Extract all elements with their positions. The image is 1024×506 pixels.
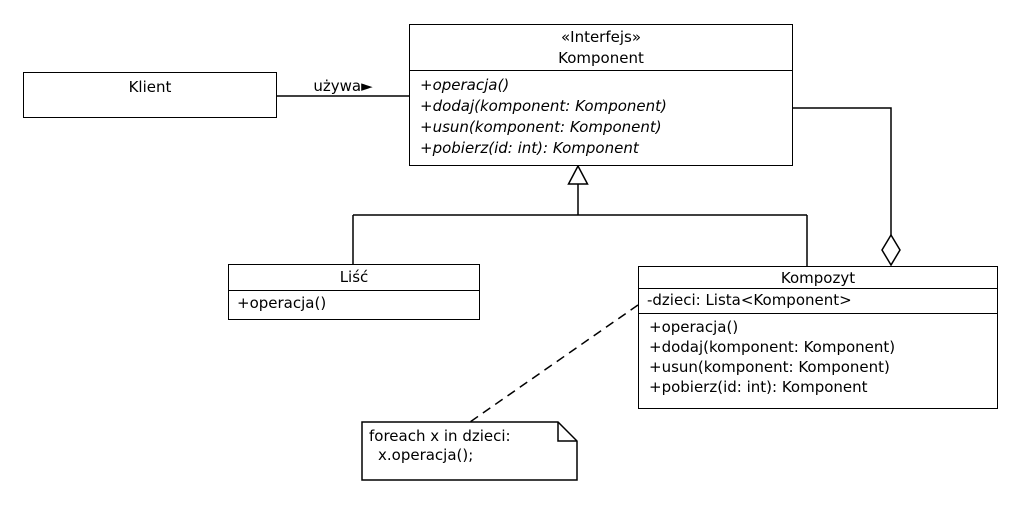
- method-item: +usun(komponent: Komponent): [420, 118, 662, 136]
- note-shape: [361, 421, 578, 481]
- uml-note: foreach x in dzieci: x.operacja();: [362, 422, 578, 480]
- class-box-komponent: «Interfejs» Komponent +operacja() +dodaj…: [409, 24, 793, 166]
- kompozyt-attributes-compartment: -dzieci: Lista<Komponent>: [639, 289, 997, 314]
- method-item: +dodaj(komponent: Komponent): [649, 338, 896, 356]
- method-item: +usun(komponent: Komponent): [649, 358, 890, 376]
- note-fold-icon: [557, 422, 577, 442]
- class-name-komponent: Komponent: [558, 49, 644, 67]
- attribute-item: -dzieci: Lista<Komponent>: [647, 291, 852, 309]
- method-item: +operacja(): [237, 294, 327, 312]
- kompozyt-title-compartment: Kompozyt: [639, 267, 997, 289]
- komponent-methods-compartment: +operacja() +dodaj(komponent: Komponent)…: [410, 71, 792, 165]
- aggregation-connector: [793, 107, 892, 235]
- class-name-klient: Klient: [128, 78, 172, 96]
- method-item: +pobierz(id: int): Komponent: [649, 378, 868, 396]
- kompozyt-methods-compartment: +operacja() +dodaj(komponent: Komponent)…: [639, 314, 997, 408]
- method-item: +dodaj(komponent: Komponent): [420, 97, 667, 115]
- lisc-methods-compartment: +operacja(): [229, 291, 479, 319]
- generalization-connector: [352, 184, 808, 267]
- note-anchor-dashed-line: [469, 304, 639, 423]
- komponent-title-compartment: «Interfejs» Komponent: [410, 25, 792, 71]
- class-box-kompozyt: Kompozyt -dzieci: Lista<Komponent> +oper…: [638, 266, 998, 409]
- aggregation-diamond-icon: [881, 233, 901, 267]
- note-line: foreach x in dzieci:: [369, 427, 511, 445]
- class-box-klient: Klient: [23, 72, 277, 118]
- note-line: x.operacja();: [378, 446, 474, 464]
- lisc-title-compartment: Liść: [229, 265, 479, 291]
- komponent-stereotype: «Interfejs»: [560, 28, 642, 46]
- method-item: +pobierz(id: int): Komponent: [420, 139, 639, 157]
- generalization-arrowhead-icon: [567, 164, 589, 185]
- class-name-lisc: Liść: [339, 268, 369, 286]
- class-name-kompozyt: Kompozyt: [780, 269, 856, 287]
- uses-association-label: używa►: [313, 77, 373, 95]
- class-box-lisc: Liść +operacja(): [228, 264, 480, 320]
- method-item: +operacja(): [420, 76, 510, 94]
- method-item: +operacja(): [649, 318, 739, 336]
